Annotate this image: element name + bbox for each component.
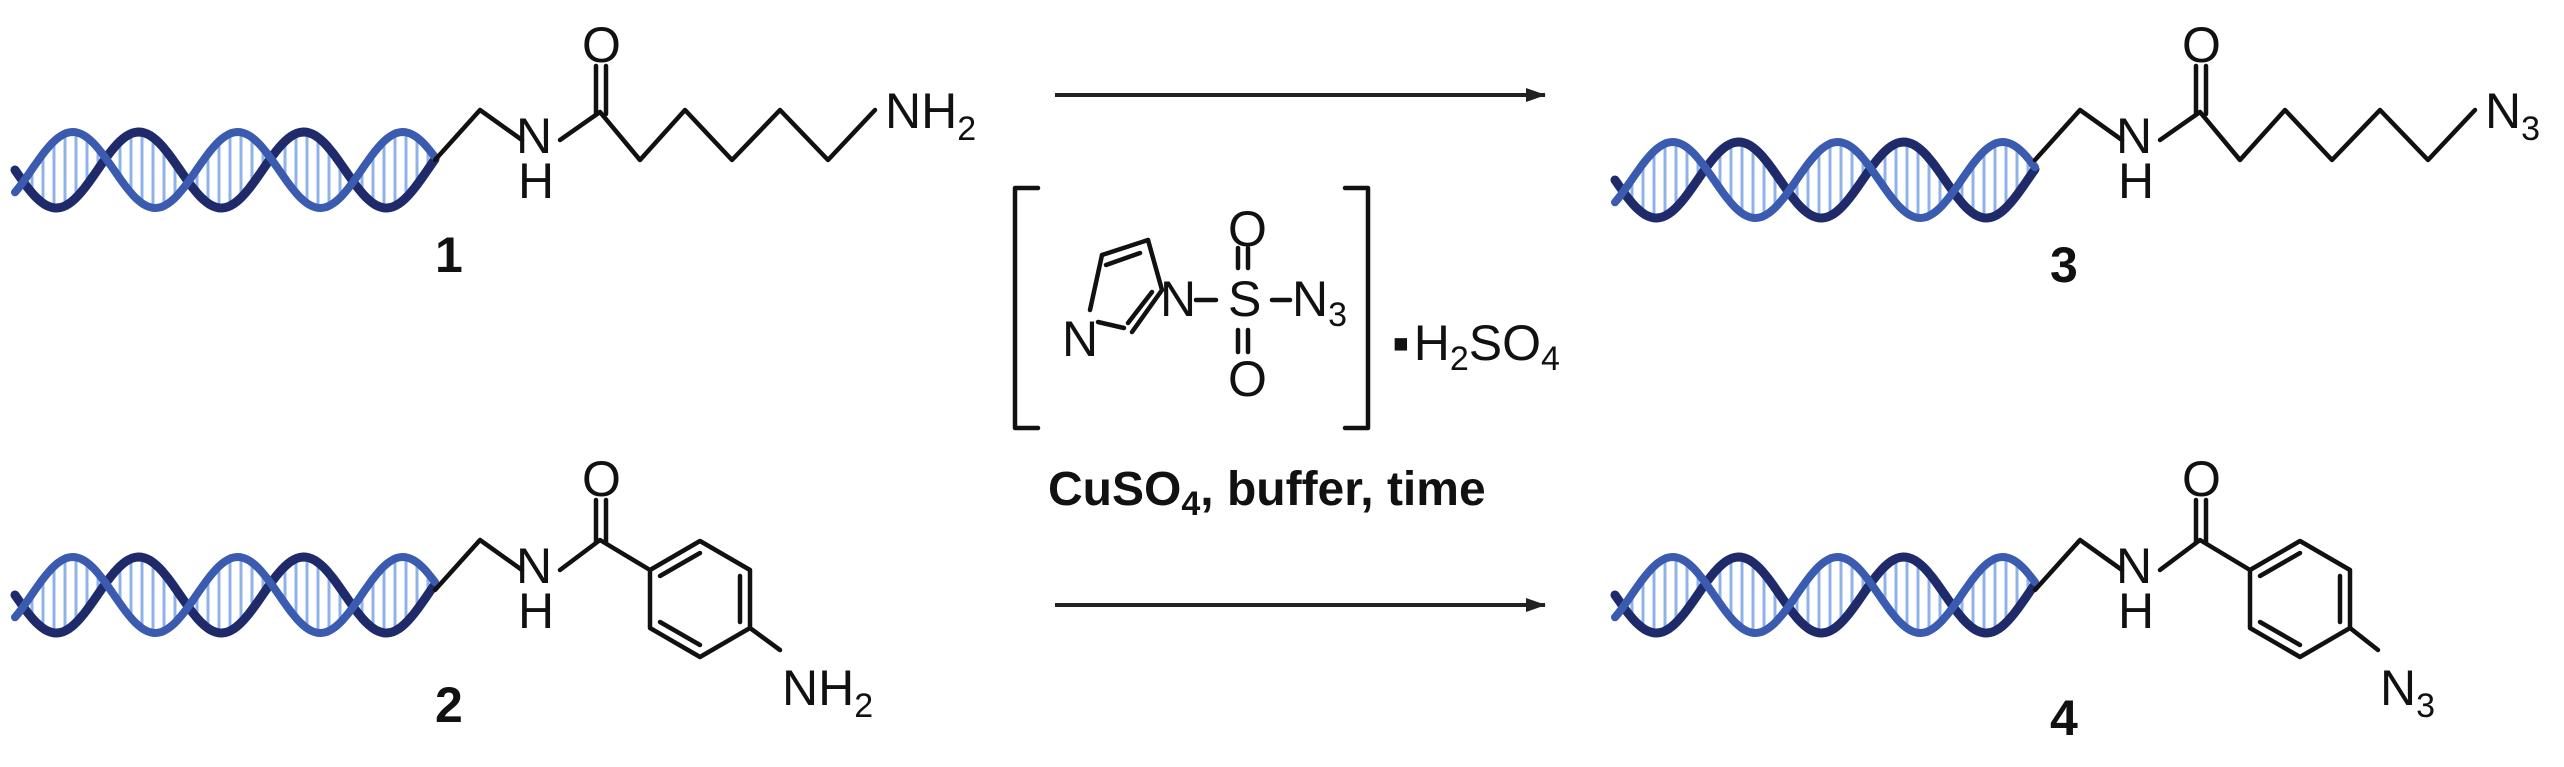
amide-hydrogen-label: H — [2118, 153, 2154, 209]
carbonyl-oxygen-label: O — [582, 17, 621, 73]
dna-backbone-strand — [1611, 552, 2039, 638]
dna-backbone-strand — [10, 552, 440, 638]
sulfur-label: S — [1228, 271, 1261, 327]
amide-hydrogen-label: H — [518, 153, 554, 209]
sulfonyl-oxygen-top-label: O — [1228, 201, 1267, 257]
dna-backbone-strand — [11, 127, 439, 213]
amide-nitrogen-label: N — [516, 538, 552, 594]
imidazole-sulfonyl-azide-structure: N N S O O N3 — [1062, 201, 1347, 407]
ring-nitrogen-label: N — [1062, 311, 1098, 367]
compound-number-3: 3 — [2050, 237, 2078, 293]
amide-nitrogen-label: N — [516, 108, 552, 164]
compound-number-4: 4 — [2050, 690, 2078, 746]
salt-label: ▪H2SO4 — [1392, 315, 1560, 378]
dna-backbone-strand — [1610, 137, 2040, 223]
reagent-bracket — [1012, 185, 1371, 431]
carbonyl-oxygen-label: O — [2182, 17, 2221, 73]
carbonyl-oxygen-label: O — [582, 451, 621, 507]
terminal-group-label: N3 — [2485, 83, 2540, 148]
dna-helix-icon — [1610, 552, 2040, 638]
dna-backbone-strand — [10, 127, 440, 213]
dna-helix-icon — [10, 552, 440, 638]
amide-hydrogen-label: H — [518, 583, 554, 639]
reaction-conditions-label: CuSO4, buffer, time — [1048, 463, 1486, 523]
dna-backbone-strand — [1610, 552, 2040, 638]
compound-2-structure: O N H NH2 — [432, 451, 873, 725]
sulfonyl-azide-label: N3 — [1292, 271, 1347, 334]
compound-4-structure: O N H N3 — [2032, 451, 2435, 725]
terminal-group-label: N3 — [2380, 660, 2435, 725]
amide-hydrogen-label: H — [2118, 583, 2154, 639]
compound-1-structure: O N H NH2 — [432, 17, 976, 209]
terminal-group-label: NH2 — [782, 660, 873, 725]
carbonyl-oxygen-label: O — [2182, 451, 2221, 507]
compound-number-2: 2 — [435, 677, 463, 733]
dna-backbone-strand — [11, 552, 439, 638]
terminal-group-label: NH2 — [885, 83, 976, 148]
compound-number-1: 1 — [435, 227, 463, 283]
amide-nitrogen-label: N — [2116, 538, 2152, 594]
ring-nitrogen-substituted-label: N — [1160, 271, 1196, 327]
compound-3-structure: O N H N3 — [2032, 17, 2540, 209]
amide-nitrogen-label: N — [2116, 108, 2152, 164]
dna-helix-icon — [10, 127, 440, 213]
dna-helix-icon — [1610, 137, 2040, 223]
dna-backbone-strand — [1611, 137, 2039, 223]
sulfonyl-oxygen-bottom-label: O — [1228, 351, 1267, 407]
